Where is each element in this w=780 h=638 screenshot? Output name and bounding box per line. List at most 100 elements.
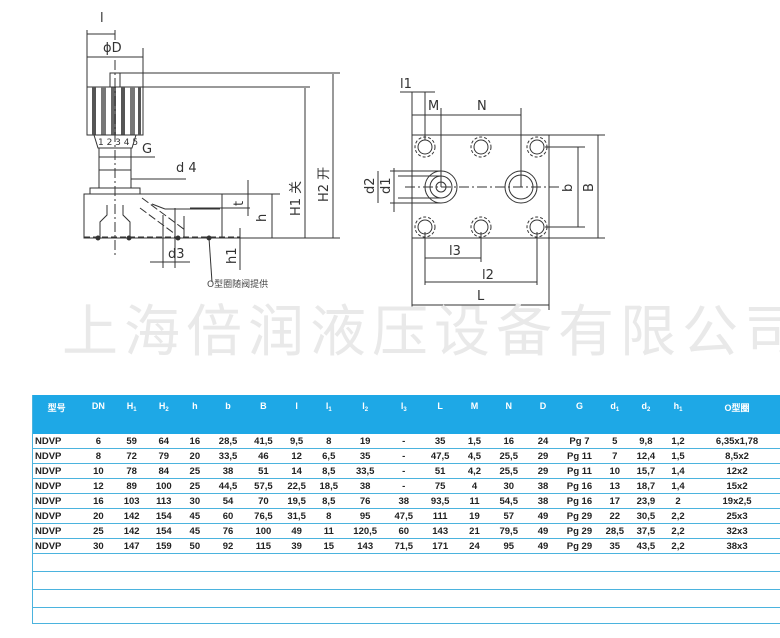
- value-cell: 19: [344, 434, 386, 449]
- label-M: M: [428, 99, 439, 114]
- value-cell: 25x3: [694, 508, 780, 524]
- value-cell: Pg 7: [559, 434, 600, 449]
- value-cell: 30: [490, 478, 527, 494]
- value-cell: 23,9: [629, 493, 662, 509]
- value-cell: 45: [179, 508, 210, 524]
- label-h: h: [255, 214, 270, 222]
- value-cell: 25: [179, 463, 210, 479]
- value-cell: 24: [526, 434, 560, 449]
- value-cell: -: [385, 463, 422, 479]
- column-header: B: [246, 395, 281, 434]
- column-header-label: d: [610, 401, 616, 411]
- value-cell: 38: [209, 463, 247, 479]
- column-header: 型号: [32, 395, 82, 434]
- value-cell: 100: [147, 478, 180, 494]
- column-header-label: l: [295, 401, 298, 411]
- column-header-label: B: [260, 401, 267, 411]
- label-G: G: [142, 142, 152, 157]
- value-cell: 2: [661, 493, 695, 509]
- model-cell: NDVP: [32, 523, 82, 539]
- column-header: l3: [385, 395, 422, 434]
- column-header-subscript: 1: [133, 407, 137, 413]
- value-cell: Pg 16: [559, 493, 600, 509]
- value-cell: -: [385, 434, 422, 449]
- column-header-subscript: 2: [646, 407, 651, 413]
- value-cell: 8: [81, 448, 116, 464]
- value-cell: 17: [599, 493, 630, 509]
- model-cell: NDVP: [32, 538, 82, 554]
- value-cell: 20: [81, 508, 116, 524]
- value-cell: 54,5: [490, 493, 527, 509]
- model-cell: NDVP: [32, 448, 82, 464]
- column-header: H2: [147, 395, 180, 434]
- value-cell: 11: [458, 493, 491, 509]
- column-header-label: h: [673, 401, 680, 411]
- value-cell: 38x3: [694, 538, 780, 554]
- value-cell: 38: [526, 493, 560, 509]
- value-cell: 47,5: [421, 448, 459, 464]
- value-cell: 9,8: [629, 434, 662, 449]
- label-h1: h1: [225, 247, 240, 264]
- value-cell: 84: [147, 463, 180, 479]
- oring-note: O型圈随阀提供: [207, 278, 268, 290]
- model-cell: NDVP: [32, 434, 82, 449]
- value-cell: 10: [81, 463, 116, 479]
- value-cell: 21: [458, 523, 491, 539]
- value-cell: 60: [209, 508, 247, 524]
- value-cell: Pg 29: [559, 538, 600, 554]
- value-cell: 14: [280, 463, 313, 479]
- value-cell: 49: [280, 523, 313, 539]
- value-cell: 6: [81, 434, 116, 449]
- value-cell: 93,5: [421, 493, 459, 509]
- side-view-labels: l ϕD 1 2 3 4 5 G d 4 d3 t h h1 H1 关 H2 开…: [98, 11, 332, 290]
- value-cell: 2,2: [661, 508, 695, 524]
- value-cell: 12: [81, 478, 116, 494]
- value-cell: 70: [246, 493, 281, 509]
- value-cell: 16: [81, 493, 116, 509]
- column-header: D: [526, 395, 560, 434]
- column-header: M: [458, 395, 491, 434]
- label-B: B: [582, 183, 597, 192]
- value-cell: 4: [458, 478, 491, 494]
- label-H1: H1 关: [289, 181, 304, 216]
- label-l: l: [100, 11, 104, 26]
- value-cell: 12x2: [694, 463, 780, 479]
- value-cell: 60: [385, 523, 422, 539]
- value-cell: 47,5: [385, 508, 422, 524]
- value-cell: 35: [421, 434, 459, 449]
- value-cell: 15,7: [629, 463, 662, 479]
- column-header: DN: [81, 395, 116, 434]
- value-cell: 71,5: [385, 538, 422, 554]
- value-cell: 8: [312, 508, 345, 524]
- value-cell: 12: [280, 448, 313, 464]
- value-cell: 92: [209, 538, 247, 554]
- label-l3: l3: [449, 244, 461, 259]
- value-cell: 6,5: [312, 448, 345, 464]
- value-cell: 1,2: [661, 434, 695, 449]
- value-cell: 32x3: [694, 523, 780, 539]
- value-cell: 54: [209, 493, 247, 509]
- value-cell: 76,5: [246, 508, 281, 524]
- column-header-label: h: [192, 401, 198, 411]
- column-header-label: 型号: [47, 403, 66, 413]
- value-cell: Pg 11: [559, 448, 600, 464]
- value-cell: 18,5: [312, 478, 345, 494]
- value-cell: 120,5: [344, 523, 386, 539]
- value-cell: 142: [115, 508, 148, 524]
- value-cell: Pg 29: [559, 508, 600, 524]
- value-cell: 8,5: [312, 463, 345, 479]
- value-cell: 18,7: [629, 478, 662, 494]
- column-header-subscript: 1: [679, 407, 683, 413]
- value-cell: 57,5: [246, 478, 281, 494]
- empty-cell: [32, 571, 780, 590]
- value-cell: 30,5: [629, 508, 662, 524]
- value-cell: 29: [526, 463, 560, 479]
- column-header-label: l: [362, 401, 365, 411]
- top-view: [377, 91, 605, 310]
